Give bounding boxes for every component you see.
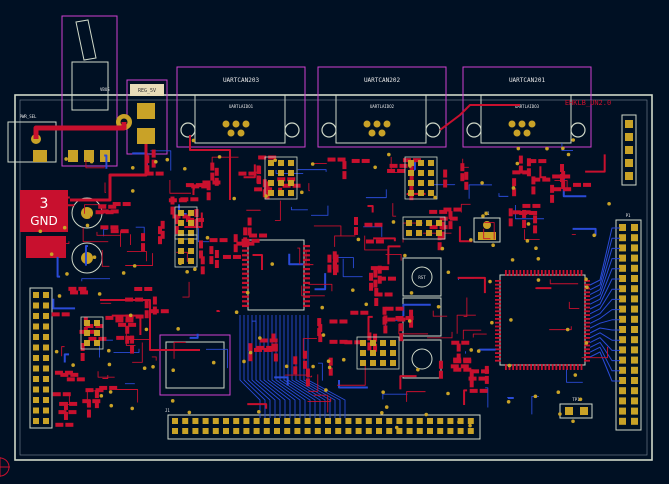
- regulator[interactable]: REG_5V: [116, 79, 168, 155]
- regulator-label: REG_5V: [138, 88, 156, 94]
- uart-connector-3[interactable]: UARTCAN201 UARTLAIDO3: [462, 66, 592, 148]
- ground-name: GND: [30, 214, 58, 228]
- uart-connector-3-label: UARTCAN201: [509, 77, 546, 84]
- uart-connector-1-sublabel: UARTLAIDO1: [229, 104, 254, 109]
- back-copper-traces: [52, 143, 620, 418]
- bottom-pin-header[interactable]: J1: [165, 408, 481, 440]
- board-title: EHKLB_UN2.0: [565, 99, 611, 107]
- uart-connector-2-label: UARTCAN202: [364, 77, 401, 84]
- test-point-label: TP1: [572, 397, 580, 402]
- smd-components: [51, 149, 592, 427]
- board-inner-outline: [19, 99, 648, 456]
- header-right-label: P1: [626, 213, 631, 218]
- right-pin-header[interactable]: P1: [615, 213, 642, 431]
- power-switch[interactable]: VBUS: [61, 15, 118, 167]
- power-in-label: VBUS: [100, 87, 110, 92]
- vias: [38, 138, 611, 430]
- reset-button[interactable]: RST: [402, 257, 442, 297]
- uart-connector-2[interactable]: UARTCAN202 UARTLAIDO2: [317, 66, 447, 148]
- ground-pad[interactable]: 3 GND: [20, 190, 68, 258]
- uart-connector-3-sublabel: UARTLAIDO3: [515, 104, 540, 109]
- uart-connector-2-sublabel: UARTLAIDO2: [370, 104, 395, 109]
- reset-label: RST: [418, 275, 426, 280]
- front-copper-traces: [33, 104, 608, 413]
- ic-display[interactable]: [159, 334, 231, 396]
- test-point[interactable]: TP1: [559, 397, 593, 419]
- ground-number: 3: [40, 196, 49, 212]
- uart-connector-1[interactable]: UARTCAN203 UARTLAIDO1: [176, 66, 306, 148]
- crosshair-icon: [0, 457, 10, 477]
- header-left-label: PWR_SEL: [20, 114, 37, 119]
- uart-connector-1-label: UARTCAN203: [223, 77, 260, 84]
- bottom-header-label: J1: [165, 408, 170, 413]
- crystal[interactable]: Y1: [473, 211, 501, 243]
- small-header[interactable]: [621, 114, 637, 186]
- capacitor-2[interactable]: [71, 242, 103, 274]
- left-pin-header[interactable]: [29, 287, 53, 429]
- board-outline: [14, 94, 653, 461]
- user-button[interactable]: [402, 339, 442, 379]
